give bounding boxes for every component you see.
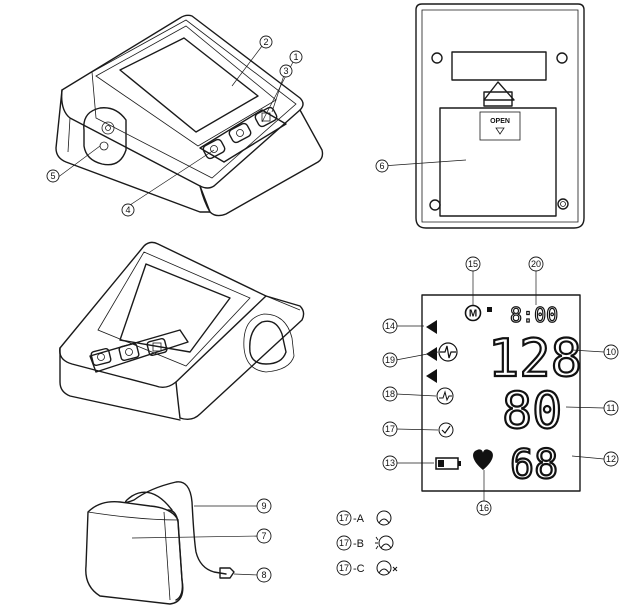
svg-text:-C: -C: [353, 563, 365, 575]
arrow-indicator-icon: [426, 369, 437, 383]
cuff-variant-c: 17 -C: [336, 560, 398, 576]
device-back-view: OPEN: [381, 3, 585, 229]
callout-5: 5: [46, 169, 60, 183]
memory-button-2: [146, 337, 168, 357]
svg-text:17: 17: [339, 538, 349, 548]
callout-2: 2: [259, 35, 273, 49]
svg-text:9: 9: [261, 501, 266, 511]
arrow-indicator-icon: [426, 347, 437, 361]
callout-8: 8: [256, 567, 272, 583]
svg-text:8: 8: [261, 570, 266, 580]
svg-text:2: 2: [263, 37, 268, 47]
callout-3: 3: [279, 64, 293, 78]
diastolic-value: 80: [502, 382, 562, 440]
callout-4: 4: [121, 203, 135, 217]
start-button: [202, 138, 226, 160]
air-tube: [124, 481, 227, 575]
arrow-indicator-icon: [426, 320, 437, 334]
callout-19: 19: [382, 352, 398, 368]
arm-cuff: [85, 501, 184, 605]
svg-text:6: 6: [379, 161, 384, 171]
callout-15: 15: [465, 256, 481, 272]
svg-text:13: 13: [385, 458, 395, 468]
svg-text:7: 7: [261, 531, 266, 541]
cuff-error-icon: [376, 560, 398, 576]
vent-slot: [451, 51, 547, 81]
cuff-loose-icon: [375, 535, 394, 551]
cuff-variant-a: 17 -A: [336, 510, 392, 526]
svg-text:12: 12: [606, 454, 616, 464]
svg-text:-B: -B: [353, 538, 364, 550]
cuff-assembly: [85, 481, 259, 605]
svg-text:11: 11: [606, 403, 615, 413]
lcd-frame: [421, 294, 581, 492]
cuff-ok-indicator-icon: [438, 422, 454, 438]
battery-icon: [435, 457, 461, 470]
svg-text:15: 15: [468, 259, 478, 269]
svg-text:20: 20: [531, 259, 541, 269]
device-side-view: [59, 241, 305, 421]
callout-16: 16: [476, 500, 492, 516]
heart-icon: [473, 449, 493, 470]
open-label: OPEN: [490, 118, 510, 125]
callout-12: 12: [603, 451, 619, 467]
systolic-value: 128: [488, 329, 582, 389]
svg-text:17: 17: [339, 513, 349, 523]
tube-connector: [219, 567, 235, 579]
svg-text:19: 19: [385, 355, 395, 365]
callout-10: 10: [603, 344, 619, 360]
memory-button: [254, 106, 278, 128]
device-screen-2: [119, 263, 231, 353]
lcd-display: M 8:00 128 80 68: [395, 270, 605, 502]
svg-text:18: 18: [385, 389, 395, 399]
callout-17: 17: [382, 421, 398, 437]
svg-text:14: 14: [385, 321, 395, 331]
start-button-2: [90, 347, 112, 367]
svg-text:4: 4: [125, 205, 130, 215]
svg-text:17: 17: [385, 424, 395, 434]
cuff-ok-icon: [376, 510, 392, 526]
callout-6: 6: [375, 159, 389, 173]
svg-text:17: 17: [339, 563, 349, 573]
time-readout: 8:00: [510, 303, 558, 327]
power-button-2: [118, 342, 140, 362]
irregular-heartbeat-icon: [438, 342, 458, 362]
svg-text:5: 5: [50, 171, 55, 181]
callout-14: 14: [382, 318, 398, 334]
svg-text:3: 3: [283, 66, 288, 76]
svg-text:16: 16: [479, 503, 489, 513]
callout-20: 20: [528, 256, 544, 272]
cuff-variant-b: 17 -B: [336, 535, 394, 551]
callout-1: 1: [289, 50, 303, 64]
battery-cover: [439, 107, 557, 217]
device-screen: [119, 37, 259, 133]
device-front-view: [55, 14, 324, 217]
callout-7: 7: [256, 528, 272, 544]
memory-icon: M: [464, 304, 482, 322]
svg-text:M: M: [469, 309, 477, 320]
callout-9: 9: [256, 498, 272, 514]
svg-text:10: 10: [606, 347, 616, 357]
cuff-socket: [83, 107, 127, 166]
callout-11: 11: [603, 400, 619, 416]
svg-text:-A: -A: [353, 513, 365, 525]
cuff-check-icon: [436, 387, 454, 405]
callout-18: 18: [382, 386, 398, 402]
callout-13: 13: [382, 455, 398, 471]
power-button: [228, 122, 252, 144]
svg-text:1: 1: [293, 52, 298, 62]
pulse-value: 68: [510, 442, 558, 488]
